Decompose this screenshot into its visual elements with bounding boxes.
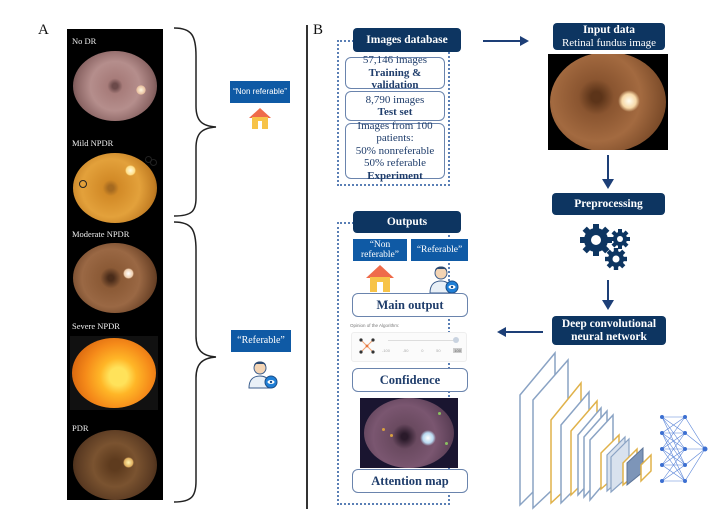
outputs-header: Outputs: [353, 211, 461, 233]
referable-tag: “Referable”: [231, 330, 291, 352]
experiment-box: Images from 100 patients: 50% nonreferab…: [345, 119, 445, 182]
lesion-marker: [150, 159, 157, 166]
arrow-preprocessing-to-cnn: [607, 280, 609, 302]
doctor-eye-icon: [248, 361, 278, 389]
confidence-box: Confidence: [352, 368, 468, 392]
grade-label-no-dr: No DR: [72, 36, 97, 46]
optic-disc: [123, 457, 134, 468]
grade-label-moderate-npdr: Moderate NPDR: [72, 229, 130, 239]
preprocessing-box: Preprocessing: [552, 193, 665, 215]
attention-map-image: [360, 398, 458, 468]
panel-a-letter: A: [38, 22, 49, 38]
arrow-head-down-icon: [602, 179, 614, 189]
cnn-architecture-icon: [519, 350, 708, 510]
opinion-widget: -100 -50 0 50 100: [351, 332, 467, 362]
arrow-input-to-preprocessing: [607, 155, 609, 181]
experiment-line-3: 50% referable: [364, 157, 426, 170]
optic-disc: [125, 165, 136, 176]
grouping-braces: [173, 27, 217, 503]
panel-divider: [306, 25, 308, 509]
arrow-db-to-input: [483, 40, 523, 42]
training-validation-box: 57,146 images Training & validation: [345, 54, 445, 92]
output-referable-tag: “Referable”: [411, 239, 468, 261]
nonreferable-tag: “Non referable”: [230, 81, 290, 103]
fundus-image-mild-npdr: [73, 153, 157, 223]
cnn-box: Deep convolutional neural network: [552, 316, 666, 345]
test-set-box: 8,790 images Test set: [345, 91, 445, 121]
opinion-slider-track[interactable]: [388, 340, 456, 341]
test-count: 8,790 images: [365, 93, 425, 106]
brace-nonreferable: [173, 27, 217, 217]
output-nonreferable-tag: “Non referable”: [353, 239, 407, 261]
slider-tick: 0: [421, 348, 424, 353]
doctor-eye-icon: [429, 266, 459, 294]
dr-grade-strip: No DR Mild NPDR Moderate NPDR Severe NPD…: [67, 29, 163, 500]
experiment-line-1: Images from 100 patients:: [357, 119, 433, 145]
input-data-title: Input data: [582, 23, 636, 36]
slider-tick: -100: [382, 348, 391, 353]
main-output-box: Main output: [352, 293, 468, 317]
house-icon: [249, 108, 271, 129]
experiment-label: Experiment: [367, 169, 423, 182]
opinion-slider-thumb[interactable]: [453, 337, 459, 343]
brace-referable: [173, 221, 217, 503]
input-fundus-image: [548, 54, 668, 150]
optic-disc: [136, 85, 146, 95]
cnn-title-line-1: Deep convolutional: [561, 317, 657, 330]
grade-label-mild-npdr: Mild NPDR: [72, 138, 114, 148]
lesion-marker: [79, 180, 87, 188]
fundus-image-severe-npdr: [70, 336, 158, 410]
house-icon: [366, 265, 394, 292]
training-label: Training & validation: [368, 66, 422, 92]
opinion-label: Opinion of the Algorithm:: [350, 323, 400, 328]
training-count: 57,146 images: [362, 54, 428, 67]
input-data-subtitle: Retinal fundus image: [561, 36, 657, 49]
fundus-image-pdr: [73, 430, 157, 500]
cnn-title-line-2: neural network: [571, 330, 647, 343]
fundus-image-moderate-npdr: [73, 243, 157, 313]
network-icon: [359, 338, 375, 354]
arrow-head-down-icon: [602, 300, 614, 310]
slider-tick: 100: [453, 348, 462, 353]
slider-tick: -50: [402, 348, 409, 353]
arrow-head-right-icon: [520, 36, 529, 46]
test-label: Test set: [377, 106, 413, 118]
opinion-slider-ticks: -100 -50 0 50 100: [382, 348, 462, 353]
images-database-header: Images database: [353, 28, 461, 52]
grade-label-pdr: PDR: [72, 423, 89, 433]
arrow-head-left-icon: [497, 327, 506, 337]
optic-disc: [123, 268, 134, 279]
input-data-header: Input data Retinal fundus image: [553, 23, 665, 50]
experiment-line-2: 50% nonreferable: [355, 144, 435, 157]
attention-map-box: Attention map: [352, 469, 468, 493]
panel-b-letter: B: [313, 22, 324, 38]
slider-tick: 50: [436, 348, 441, 353]
gears-icon: [580, 224, 630, 270]
grade-label-severe-npdr: Severe NPDR: [72, 321, 120, 331]
arrow-cnn-to-outputs: [505, 331, 543, 333]
